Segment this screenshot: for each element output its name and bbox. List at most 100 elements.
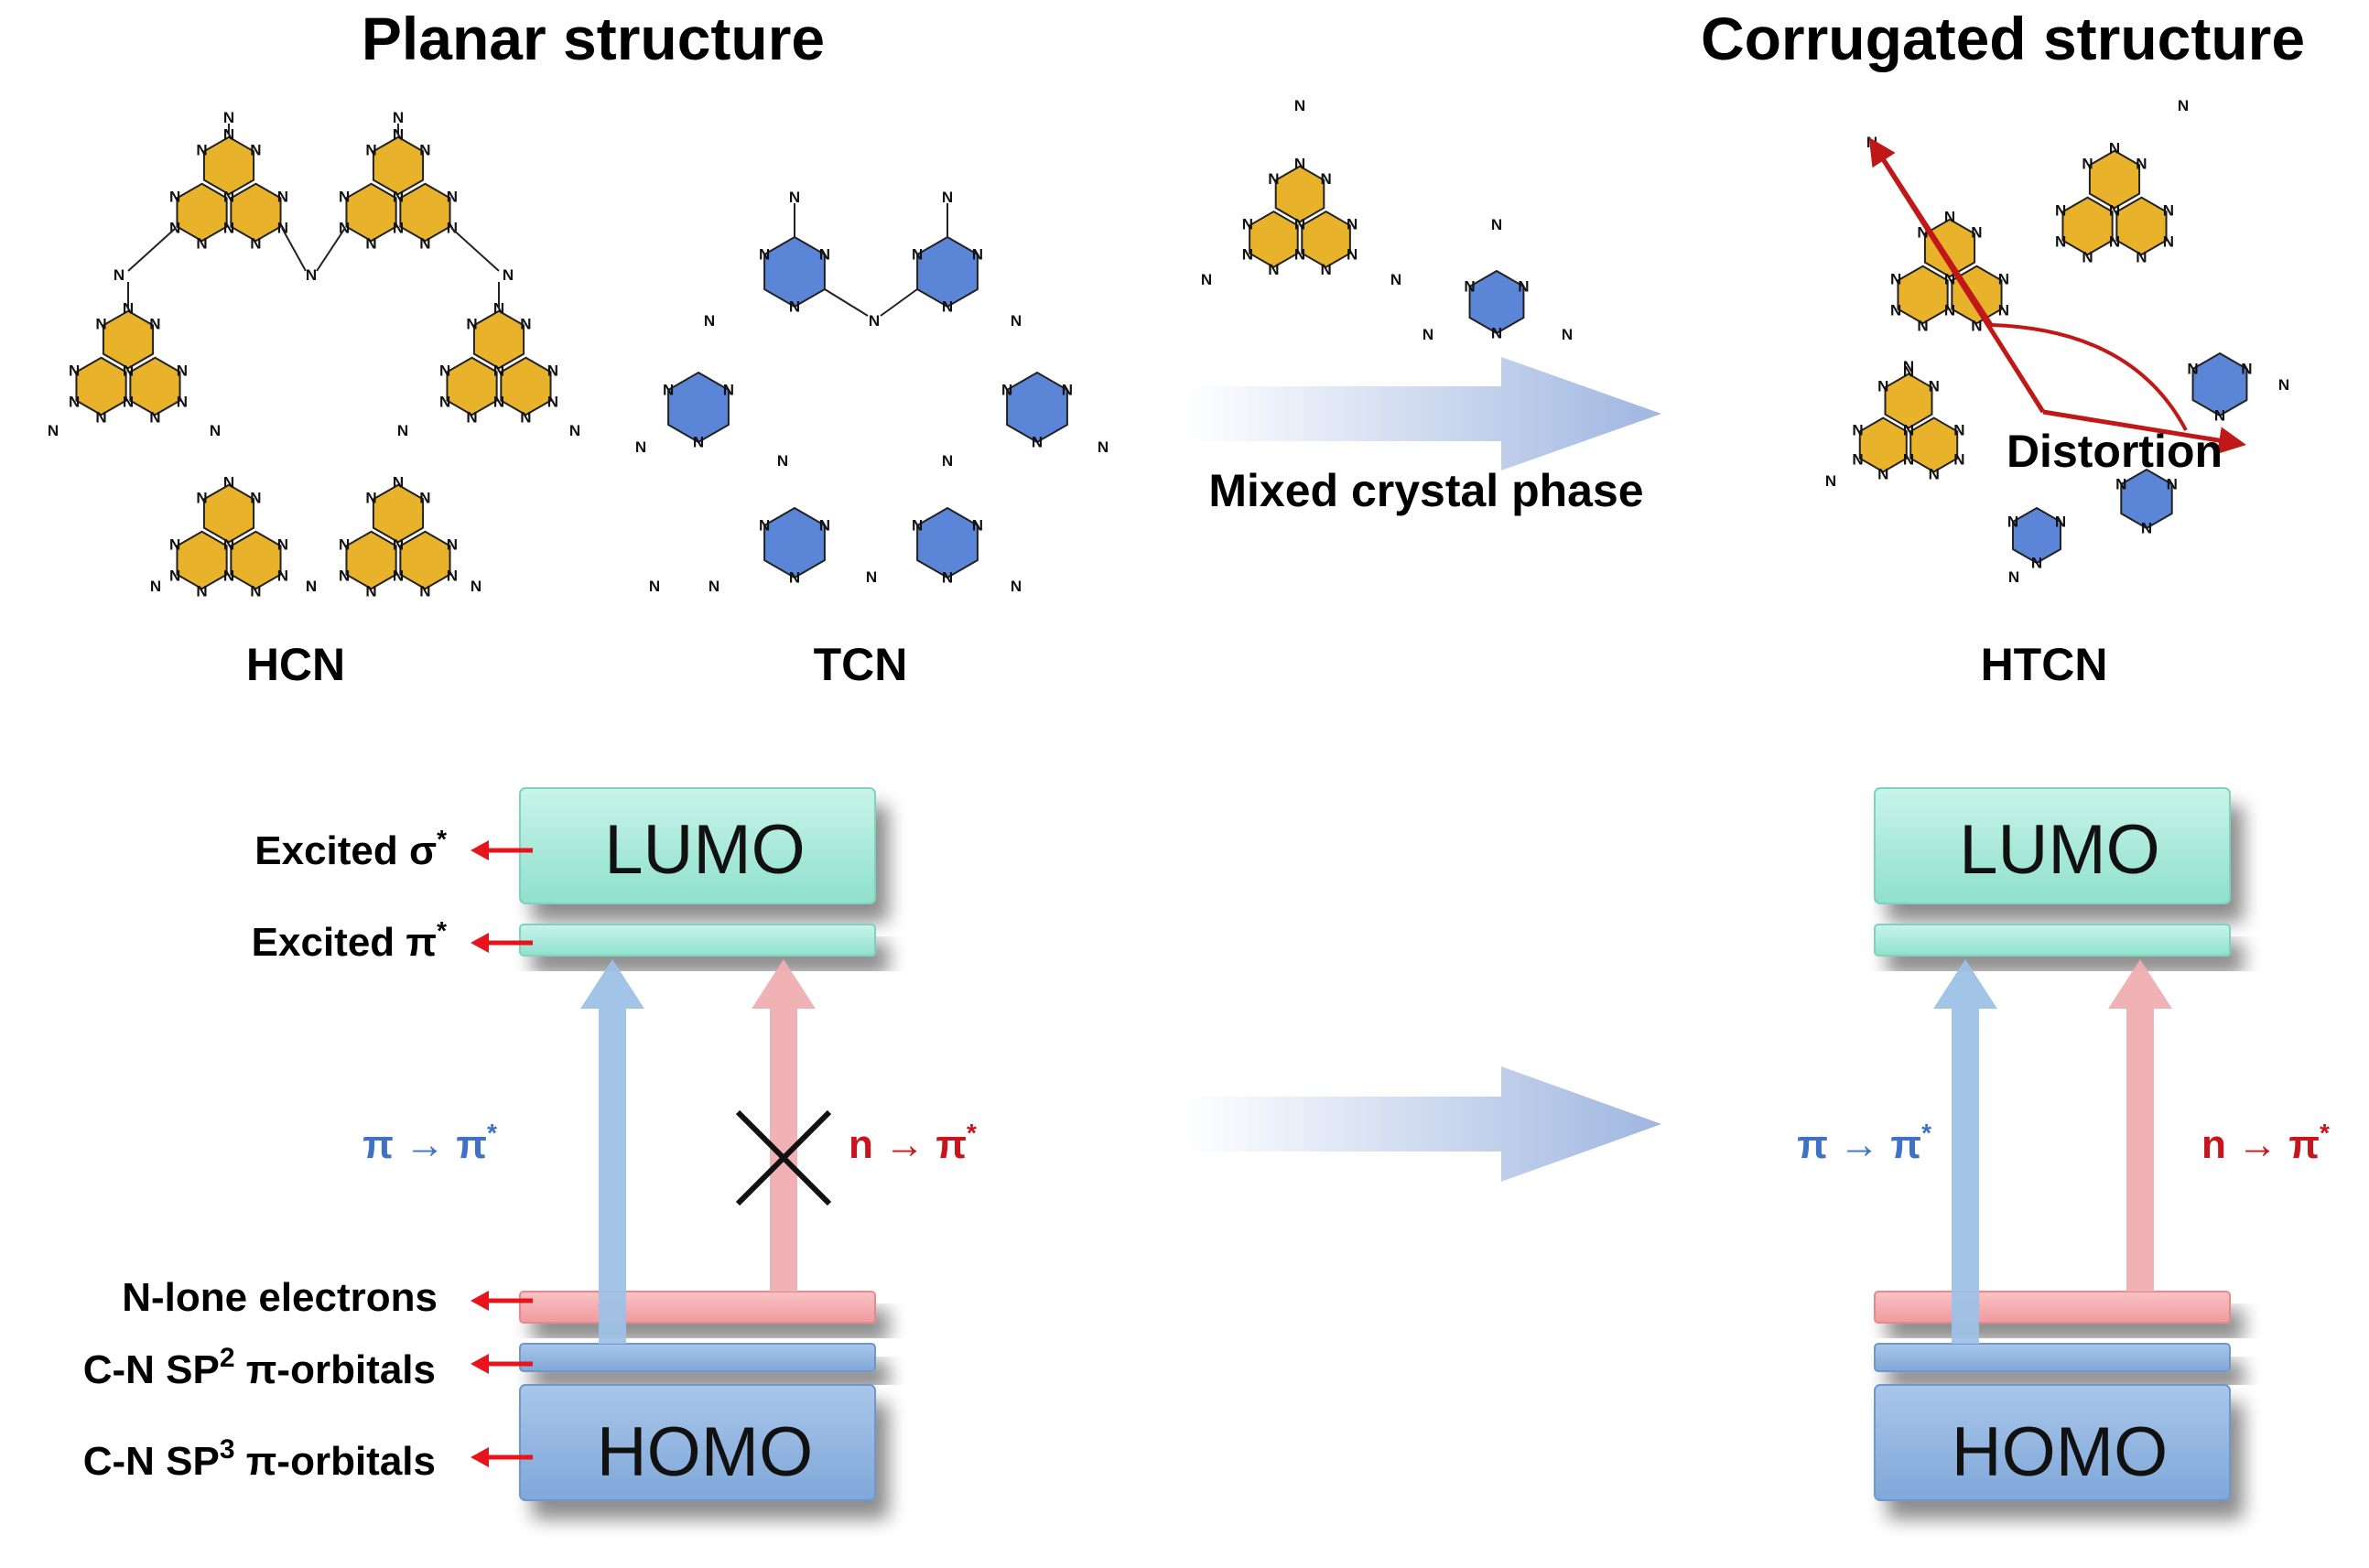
bond xyxy=(824,288,869,317)
nitrogen-atom-label: N xyxy=(1518,278,1529,296)
nitrogen-atom-label: N xyxy=(439,362,450,379)
left-sp2-level xyxy=(519,1343,876,1372)
right-pi-pi-label: π → π* xyxy=(1797,1119,1931,1167)
nitrogen-atom-label: N xyxy=(2109,232,2120,250)
nitrogen-atom-label: N xyxy=(503,266,514,284)
nitrogen-atom-label: N xyxy=(1294,97,1305,114)
nitrogen-atom-label: N xyxy=(2178,97,2189,114)
nitrogen-atom-label: N xyxy=(2214,407,2225,425)
nitrogen-atom-label: N xyxy=(223,188,234,205)
nitrogen-atom-label: N xyxy=(177,362,188,379)
nitrogen-atom-label: N xyxy=(196,141,207,158)
nitrogen-atom-label: N xyxy=(912,517,923,535)
nitrogen-atom-label: N xyxy=(1917,317,1928,334)
right-homo-text: HOMO xyxy=(1952,1413,2168,1491)
nitrogen-atom-label: N xyxy=(1929,377,1940,395)
nitrogen-atom-label: N xyxy=(1562,326,1573,343)
bond xyxy=(316,227,346,272)
nitrogen-atom-label: N xyxy=(1268,261,1279,278)
nitrogen-atom-label: N xyxy=(1971,223,1982,241)
hcn-label: HCN xyxy=(246,639,345,690)
nitrogen-atom-label: N xyxy=(169,535,180,553)
nitrogen-atom-label: N xyxy=(223,219,234,236)
sp3-label: C-N SP3 π-orbitals xyxy=(83,1434,436,1484)
nitrogen-atom-label: N xyxy=(447,567,458,584)
nitrogen-atom-label: N xyxy=(493,393,504,410)
nitrogen-atom-label: N xyxy=(223,535,234,553)
right-sp2-level xyxy=(1874,1343,2231,1372)
ring xyxy=(230,530,282,590)
nitrogen-atom-label: N xyxy=(2163,201,2174,219)
nitrogen-atom-label: N xyxy=(1390,271,1401,288)
nitrogen-atom-label: N xyxy=(69,393,80,410)
nitrogen-atom-label: N xyxy=(1929,465,1940,482)
nitrogen-atom-label: N xyxy=(1294,155,1305,172)
nitrogen-atom-label: N xyxy=(1852,421,1863,438)
nitrogen-atom-label: N xyxy=(2141,520,2152,537)
nitrogen-atom-label: N xyxy=(169,567,180,584)
distortion-label: Distortion xyxy=(2007,426,2223,477)
nitrogen-atom-label: N xyxy=(520,315,531,332)
nitrogen-atom-label: N xyxy=(277,188,288,205)
nitrogen-atom-label: N xyxy=(520,408,531,426)
nitrogen-atom-label: N xyxy=(777,452,788,470)
nitrogen-atom-label: N xyxy=(250,234,261,252)
nitrogen-atom-label: N xyxy=(196,582,207,600)
nitrogen-atom-label: N xyxy=(365,489,376,506)
pointer-arrow-pi xyxy=(471,933,533,953)
nitrogen-atom-label: N xyxy=(365,141,376,158)
nitrogen-atom-label: N xyxy=(1491,216,1502,233)
nitrogen-atom-label: N xyxy=(912,246,923,264)
nitrogen-atom-label: N xyxy=(419,582,430,600)
ring xyxy=(916,235,979,308)
nitrogen-atom-label: N xyxy=(1011,578,1022,595)
nitrogen-atom-label: N xyxy=(2163,232,2174,250)
ring xyxy=(472,309,525,370)
level-pointer-arrows xyxy=(471,840,533,1467)
nitrogen-atom-label: N xyxy=(1944,270,1955,287)
nitrogen-atom-label: N xyxy=(447,535,458,553)
nitrogen-atom-label: N xyxy=(1953,450,1964,468)
excited-sigma-label: Excited σ* xyxy=(254,825,447,873)
nitrogen-atom-label: N xyxy=(1890,270,1901,287)
nitrogen-atom-label: N xyxy=(1877,465,1888,482)
nitrogen-atom-label: N xyxy=(1011,312,1022,330)
nitrogen-atom-label: N xyxy=(365,234,376,252)
nitrogen-atom-label: N xyxy=(123,362,134,379)
pointer-arrow-nlone xyxy=(471,1291,533,1311)
left-homo-level xyxy=(519,1384,876,1501)
nitrogen-atom-label: N xyxy=(2278,376,2289,394)
ring xyxy=(446,356,498,416)
left-n-lone-level xyxy=(519,1291,876,1324)
ring xyxy=(1909,416,1959,473)
nitrogen-atom-label: N xyxy=(942,189,953,206)
nitrogen-atom-label: N xyxy=(196,489,207,506)
right-excited-pi-level xyxy=(1874,924,2231,957)
nitrogen-atom-label: N xyxy=(365,582,376,600)
ring xyxy=(129,356,181,416)
tcn-label: TCN xyxy=(814,639,908,690)
nitrogen-atom-label: N xyxy=(1464,278,1475,296)
nitrogen-atom-label: N xyxy=(339,188,350,205)
nitrogen-atom-label: N xyxy=(2167,476,2178,493)
pointer-arrow-sp2 xyxy=(471,1354,533,1374)
nitrogen-atom-label: N xyxy=(2007,514,2018,531)
left-homo-text: HOMO xyxy=(597,1413,813,1491)
nitrogen-atom-label: N xyxy=(439,393,450,410)
nitrogen-atom-label: N xyxy=(1422,326,1433,343)
nitrogen-atom-label: N xyxy=(419,141,430,158)
nitrogen-atom-label: N xyxy=(547,393,558,410)
nitrogen-atom-label: N xyxy=(866,568,877,586)
nitrogen-atom-label: N xyxy=(789,569,800,587)
nitrogen-atom-label: N xyxy=(1998,301,2009,319)
nitrogen-atom-label: N xyxy=(2055,232,2066,250)
mixed-phase-label: Mixed crystal phase xyxy=(1208,465,1643,516)
nitrogen-atom-label: N xyxy=(397,422,408,439)
nitrogen-atom-label: N xyxy=(547,362,558,379)
nitrogen-atom-label: N xyxy=(789,189,800,206)
left-excited-pi-level xyxy=(519,924,876,957)
